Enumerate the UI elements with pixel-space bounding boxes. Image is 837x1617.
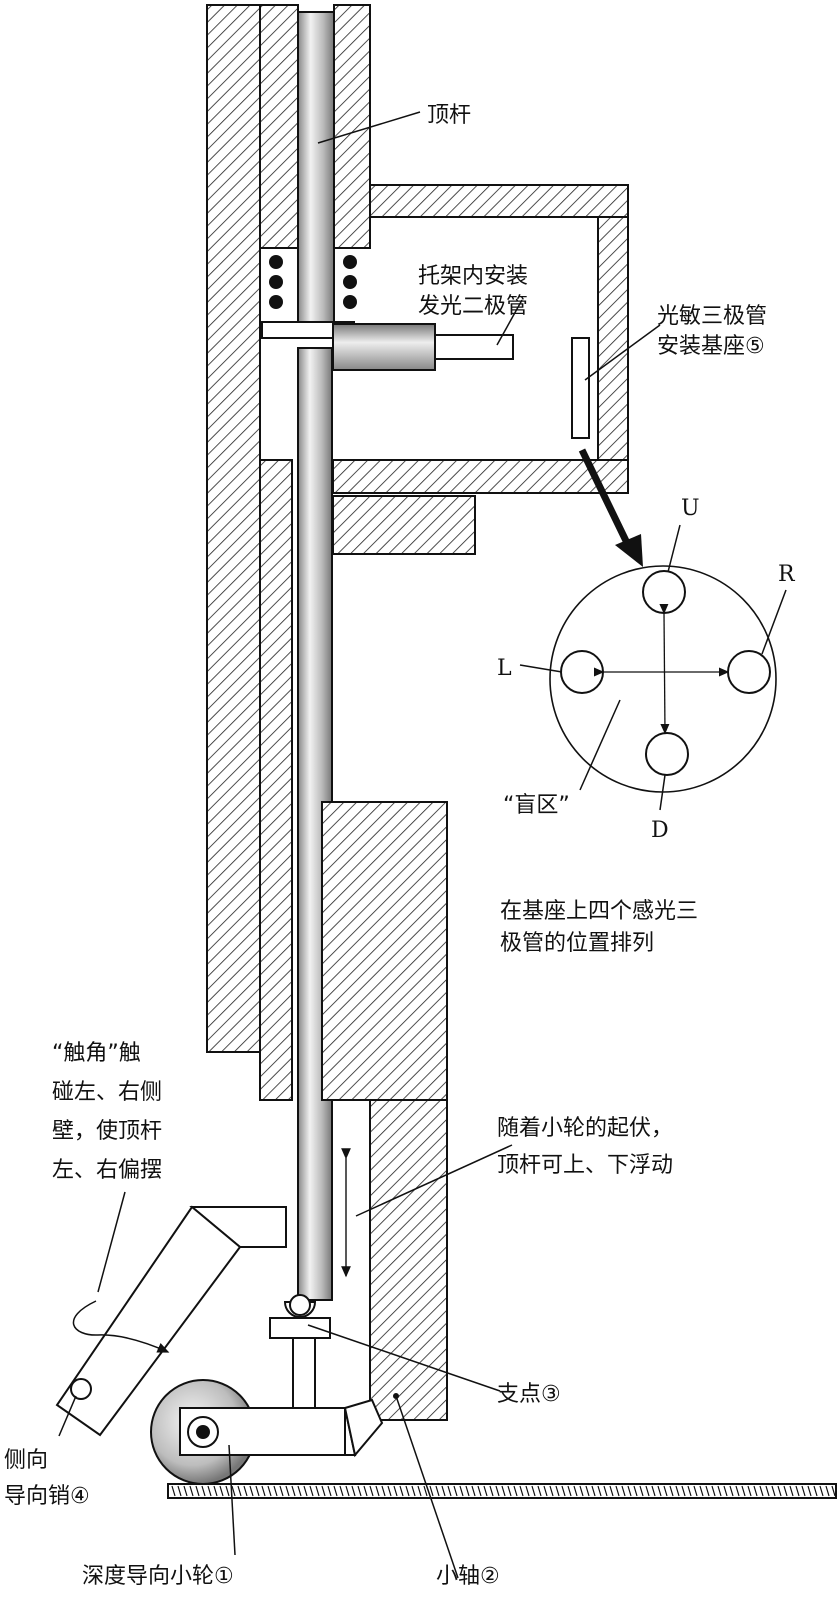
label-u: U xyxy=(681,496,700,521)
housing-inner-strip xyxy=(259,459,293,1101)
label-push-rod: 顶杆 xyxy=(427,103,471,128)
label-float-line1: 随着小轮的起伏， xyxy=(497,1116,673,1141)
label-blind-zone: “盲区” xyxy=(503,793,570,818)
guide-block-large xyxy=(321,801,448,1101)
bracket-box xyxy=(259,184,629,494)
label-side-pin-line1: 侧向 xyxy=(4,1448,48,1473)
lower-arm-block xyxy=(369,1099,448,1421)
push-rod-upper xyxy=(297,11,335,323)
label-photo-base-line1: 光敏三极管 xyxy=(657,304,767,329)
label-fulcrum: 支点③ xyxy=(497,1382,561,1407)
label-d: D xyxy=(651,818,669,843)
label-arrangement-line2: 极管的位置排列 xyxy=(500,931,654,956)
label-feeler-line4: 左、右偏摆 xyxy=(52,1158,162,1183)
leader-lines xyxy=(58,111,787,1579)
label-side-pin-line2: 导向销④ xyxy=(4,1484,90,1509)
label-feeler-line2: 碰左、右侧 xyxy=(52,1080,162,1105)
label-depth-wheel: 深度导向小轮① xyxy=(82,1564,234,1589)
sensor-arrangement-diagram xyxy=(549,565,777,793)
housing-left-wall xyxy=(206,4,261,1053)
label-feeler-line1: “触角”触 xyxy=(52,1041,141,1066)
spring xyxy=(269,255,357,309)
detail-arrow xyxy=(578,448,643,567)
feeler-arm xyxy=(55,1205,287,1437)
fulcrum-joint xyxy=(269,1294,331,1409)
label-r: R xyxy=(778,562,796,587)
label-arrangement-line1: 在基座上四个感光三 xyxy=(500,899,698,924)
led-emitter xyxy=(332,323,514,371)
label-bracket-led-line1: 托架内安装 xyxy=(418,264,528,289)
housing-upper-right-block xyxy=(333,4,371,249)
label-bracket-led-line2: 发光二极管 xyxy=(418,294,528,319)
guide-block-small xyxy=(332,495,476,555)
label-photo-base-line2: 安装基座⑤ xyxy=(657,334,765,359)
label-float-line2: 顶杆可上、下浮动 xyxy=(497,1153,673,1178)
phototransistor-base-plate xyxy=(571,337,590,439)
label-feeler-line3: 壁，使顶杆 xyxy=(52,1119,162,1144)
label-small-shaft: 小轴② xyxy=(436,1564,500,1589)
ground-rack xyxy=(167,1483,837,1499)
housing-upper-left-block xyxy=(259,4,299,249)
label-l: L xyxy=(497,656,512,681)
